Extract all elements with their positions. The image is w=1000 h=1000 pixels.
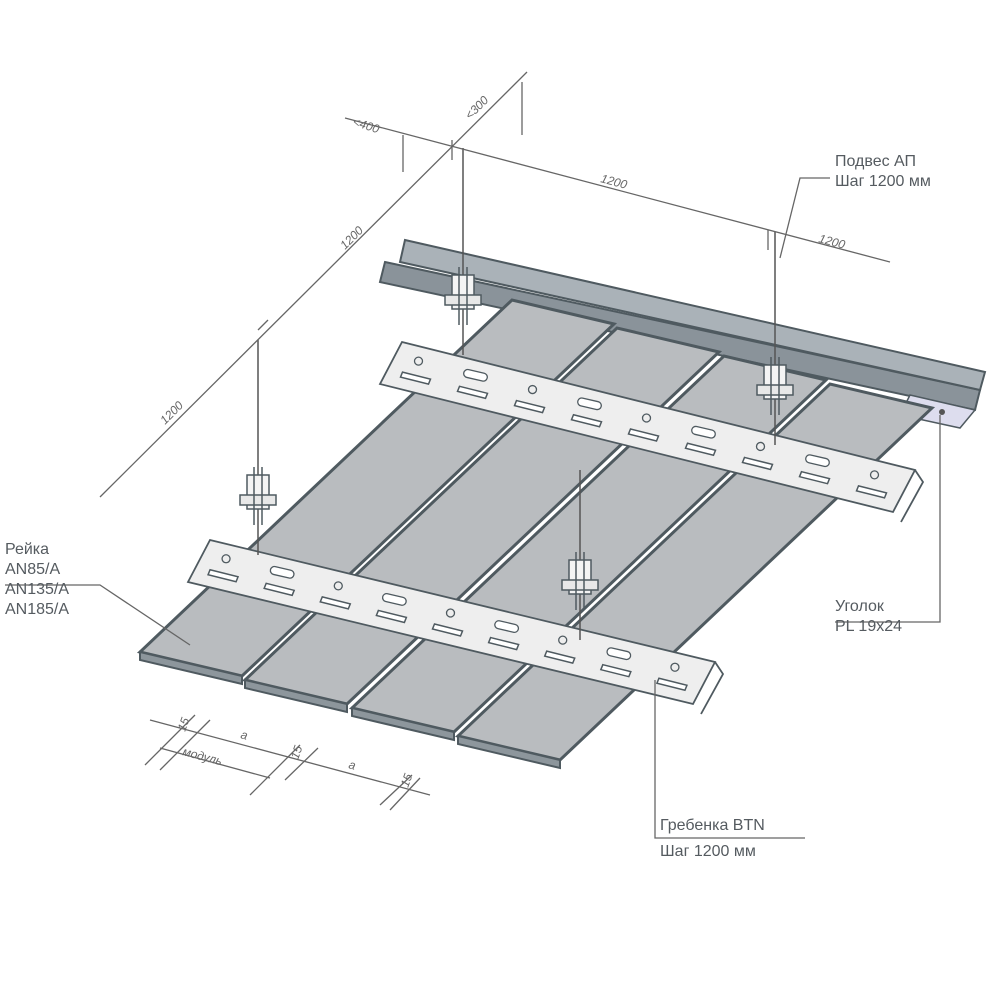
carrier-oval-slot (463, 368, 488, 382)
rail-label: Рейка AN85/A AN135/A AN185/A (5, 540, 69, 620)
dim-span-left-2: 1200 (157, 398, 186, 427)
carrier-slot (798, 470, 831, 485)
dim-gap-2: 15 (288, 743, 306, 761)
dim-span-top-1: 1200 (599, 171, 629, 192)
hanger-ap (444, 148, 482, 355)
dim-panel-width-1: a (239, 727, 249, 742)
rail-panel-edge (351, 706, 455, 742)
carrier-oval-slot (691, 425, 716, 439)
rail-label-name: Рейка (5, 541, 50, 558)
carrier-slot (684, 442, 717, 457)
hanger-clip-plate (444, 294, 482, 306)
hanger-clip-plate (561, 579, 599, 591)
carrier-hole (558, 635, 568, 645)
dim-span-left-1: 1200 (337, 223, 366, 252)
dim-edge-400: <400 (351, 115, 381, 137)
carrier-slot (655, 677, 688, 692)
carrier-hole (221, 554, 231, 564)
dim-gap-3: 15 (398, 771, 416, 789)
carrier-slot (543, 650, 576, 664)
carrier-slot (431, 623, 464, 637)
carrier-hole (445, 608, 456, 618)
hanger-label-name: Подвес АП (835, 153, 917, 170)
carrier-slot (741, 456, 774, 471)
comb-carriers (186, 340, 925, 715)
carrier-slot (627, 428, 660, 442)
rail-panel-edge (139, 650, 243, 686)
carrier-hole (527, 384, 538, 395)
carrier-hole (869, 470, 880, 480)
carrier-slot (487, 636, 520, 651)
rail-label-model-1: AN85/A (5, 561, 61, 578)
carrier-oval-slot (805, 454, 830, 468)
carrier-oval-slot (494, 620, 520, 634)
dim-edge-300: <300 (462, 93, 491, 122)
carrier-hole (333, 581, 343, 591)
carrier-slot (599, 663, 632, 678)
hanger-label-step: Шаг 1200 мм (835, 173, 931, 190)
hanger-clip-plate (756, 384, 794, 396)
comb-carrier (378, 340, 925, 523)
carrier-hole (641, 413, 652, 423)
carrier-end (700, 661, 725, 715)
angle-label-size: PL 19x24 (835, 618, 903, 635)
comb-label-step: Шаг 1200 мм (660, 843, 756, 860)
wall-angle-profile (378, 238, 987, 429)
rail-label-model-3: AN185/A (5, 601, 70, 618)
hanger-clip-plate (239, 494, 277, 506)
comb-carrier (186, 538, 725, 715)
hanger-ap (561, 470, 599, 640)
leader-lines (5, 177, 941, 839)
carrier-oval-slot (606, 647, 632, 661)
dim-module: модуль (181, 744, 224, 768)
carrier-slot (855, 485, 888, 499)
carrier-slot (456, 385, 489, 400)
hanger-ap (756, 232, 794, 445)
carrier-end (900, 469, 925, 523)
comb-label: Гребенка BTN Шаг 1200 мм (660, 816, 765, 862)
carrier-oval-slot (269, 565, 295, 579)
angle-label: Уголок PL 19x24 (835, 597, 902, 637)
carrier-body (378, 340, 917, 514)
hanger-label: Подвес АП Шаг 1200 мм (835, 152, 931, 192)
carrier-hole (670, 662, 680, 672)
hangers (239, 148, 794, 640)
carrier-oval-slot (577, 397, 602, 411)
carrier-slot (207, 568, 240, 583)
carrier-slot (399, 371, 432, 385)
carrier-hole (413, 356, 424, 366)
carrier-hole (755, 441, 766, 452)
carrier-slot (375, 609, 408, 624)
rail-panel-edge (457, 734, 561, 770)
hanger-ap (239, 340, 277, 555)
carrier-slot (319, 596, 352, 610)
comb-label-name: Гребенка BTN (660, 817, 765, 834)
dimension-lines (99, 71, 891, 811)
dim-panel-width-2: a (347, 757, 357, 772)
carrier-slot (263, 582, 296, 597)
carrier-slot (513, 399, 546, 414)
carrier-slot (570, 413, 603, 428)
carrier-body (186, 538, 717, 706)
rail-panel-edge (244, 678, 348, 714)
dim-gap-1: 15 (175, 715, 193, 733)
dim-span-top-2: 1200 (817, 231, 847, 252)
angle-label-name: Уголок (835, 598, 884, 615)
carrier-oval-slot (381, 592, 407, 606)
rail-label-model-2: AN135/A (5, 581, 70, 598)
